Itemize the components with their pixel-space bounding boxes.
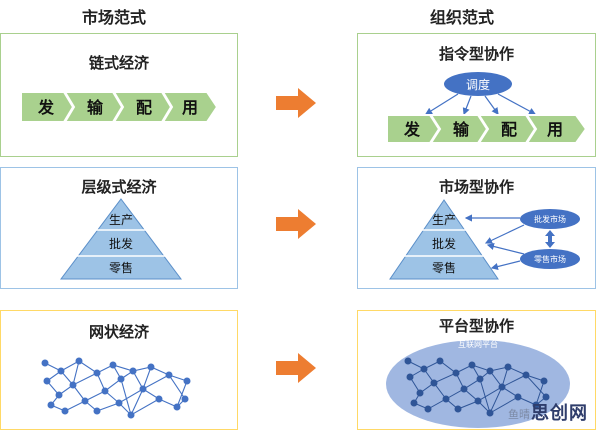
organization-paradigm-heading: 组织范式 bbox=[430, 8, 495, 27]
retail-market-label: 零售市场 bbox=[534, 254, 566, 264]
wholesale-market-node bbox=[520, 209, 580, 229]
dispatch-arrow-1 bbox=[424, 93, 459, 115]
watermark-text: 思创网 bbox=[531, 403, 588, 424]
layered-economy-title: 层级式经济 bbox=[81, 178, 157, 196]
dispatch-arrow-2 bbox=[462, 95, 472, 116]
layered-pyramid-graphic: 生产 批发 零售 bbox=[60, 198, 182, 280]
chain-step-4-label: 用 bbox=[182, 98, 198, 117]
market-pyramid bbox=[389, 199, 499, 280]
layered-level-2-label: 批发 bbox=[109, 236, 133, 251]
chain-step-4-shape bbox=[161, 91, 219, 123]
command-step-1-label: 发 bbox=[403, 120, 421, 139]
transition-arrow-3 bbox=[276, 353, 316, 383]
retail-to-wholesale-arrow bbox=[486, 242, 525, 255]
wholesale-to-wholesale-arrow bbox=[484, 224, 525, 244]
command-step-4-label: 用 bbox=[547, 120, 563, 139]
chain-step-2-label: 输 bbox=[87, 98, 104, 117]
market-exchange-arrow bbox=[545, 230, 555, 248]
market-collab-graphic: 生产 批发 零售 批发市场 零售市场 bbox=[389, 199, 580, 280]
command-graphic: 调度 发 输 配 用 bbox=[386, 72, 588, 144]
market-collaboration-panel: 市场型协作 生产 批发 零售 批发市场 零售市场 bbox=[357, 167, 596, 289]
market-level-3-label: 零售 bbox=[432, 260, 456, 275]
layered-level-3-label: 零售 bbox=[109, 260, 133, 275]
command-step-3-label: 配 bbox=[501, 120, 517, 139]
network-economy-title: 网状经济 bbox=[88, 323, 149, 341]
network-graphic bbox=[41, 357, 191, 419]
chain-step-1-label: 发 bbox=[37, 98, 55, 117]
platform-ellipse bbox=[386, 340, 570, 428]
layered-level-1-label: 生产 bbox=[109, 213, 133, 227]
chain-economy-panel: 链式经济 发 输 配 用 bbox=[0, 33, 238, 157]
command-step-4-shape bbox=[525, 114, 588, 144]
watermark-small-text: 鱼晴 bbox=[508, 408, 530, 421]
dispatcher-node bbox=[444, 72, 512, 96]
layered-economy-panel: 层级式经济 生产 批发 零售 bbox=[0, 167, 238, 289]
command-collaboration-panel: 指令型协作 调度 发 输 配 用 bbox=[357, 33, 596, 157]
market-collaboration-title: 市场型协作 bbox=[438, 178, 514, 196]
wholesale-market-label: 批发市场 bbox=[534, 214, 566, 224]
network-economy-panel: 网状经济 bbox=[0, 310, 238, 430]
chain-steps-graphic: 发 输 配 用 bbox=[20, 91, 219, 123]
dispatch-arrow-4 bbox=[497, 93, 537, 115]
chain-step-3-label: 配 bbox=[136, 98, 152, 117]
market-paradigm-heading: 市场范式 bbox=[82, 8, 147, 27]
market-level-1-label: 生产 bbox=[432, 213, 456, 227]
platform-collaboration-panel: 平台型协作 互联网平台 bbox=[357, 310, 596, 430]
platform-graphic: 互联网平台 bbox=[386, 339, 570, 428]
dispatcher-label: 调度 bbox=[466, 77, 490, 92]
command-step-2-label: 输 bbox=[453, 120, 470, 139]
market-level-2-label: 批发 bbox=[432, 236, 456, 251]
command-collaboration-title: 指令型协作 bbox=[438, 45, 514, 63]
dispatch-arrow-3 bbox=[484, 95, 499, 115]
retail-to-retail-arrow bbox=[490, 260, 521, 271]
transition-arrow-2 bbox=[276, 209, 316, 239]
platform-collaboration-title: 平台型协作 bbox=[438, 317, 514, 335]
retail-market-node bbox=[520, 249, 580, 269]
transition-arrow-1 bbox=[276, 88, 316, 118]
layered-pyramid bbox=[60, 198, 182, 280]
chain-economy-title: 链式经济 bbox=[88, 54, 149, 72]
platform-label: 互联网平台 bbox=[458, 339, 498, 349]
